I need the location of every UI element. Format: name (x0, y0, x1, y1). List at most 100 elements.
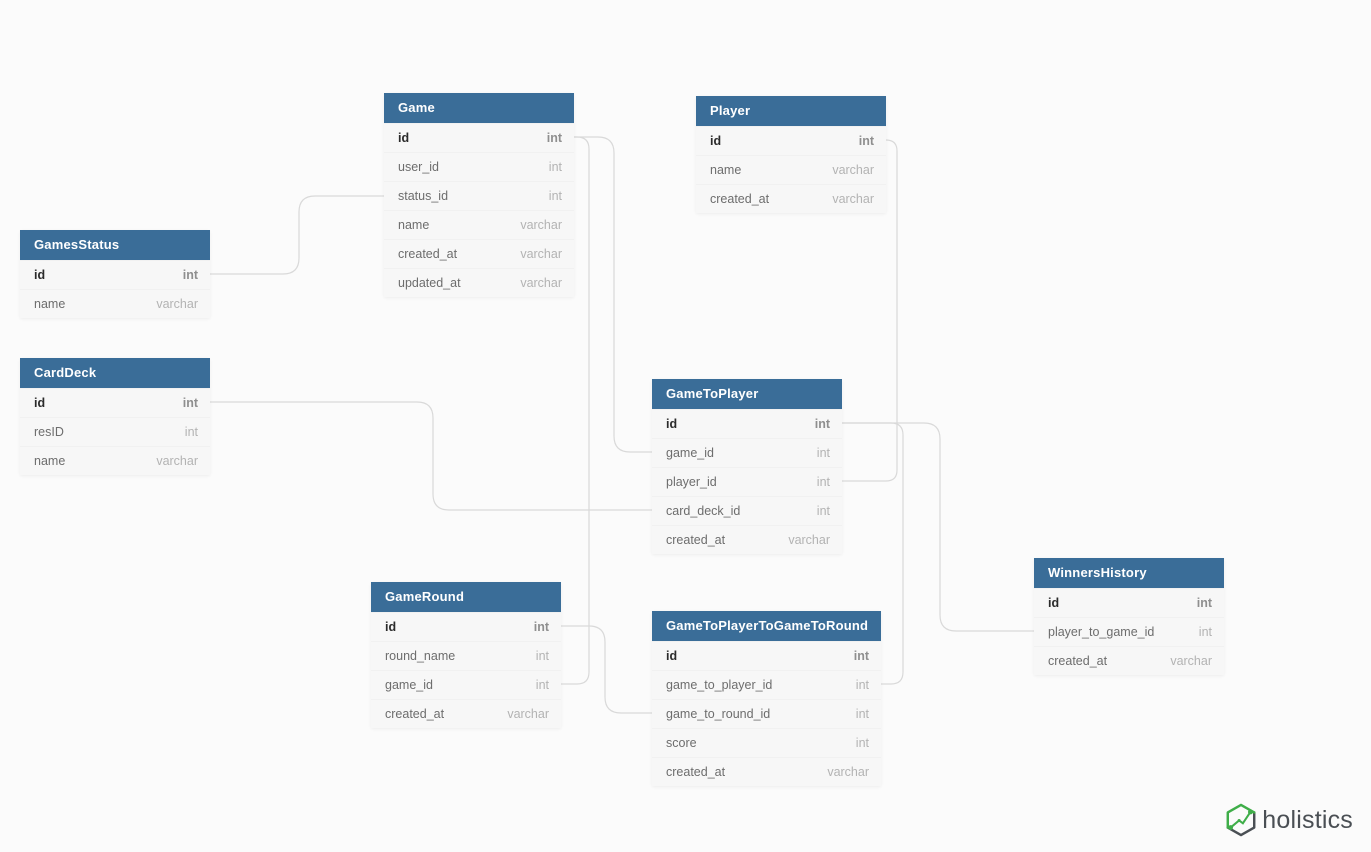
field-name: created_at (1048, 654, 1108, 668)
holistics-logo[interactable]: holistics (1224, 802, 1353, 838)
field-row-Game.id: id int (384, 123, 574, 152)
field-name: round_name (385, 649, 456, 663)
field-name: id (34, 268, 46, 282)
field-name: score (666, 736, 697, 750)
field-type: int (535, 678, 549, 692)
field-type: int (814, 417, 830, 431)
holistics-logo-text: holistics (1262, 805, 1353, 834)
field-row-GameRound.round_name: round_name int (371, 641, 561, 670)
field-name: id (385, 620, 397, 634)
field-row-CardDeck.id: id int (20, 388, 210, 417)
table-header-CardDeck[interactable]: CardDeck (20, 358, 210, 388)
field-type: varchar (520, 276, 562, 290)
field-type: varchar (520, 218, 562, 232)
field-type: varchar (827, 765, 869, 779)
relationship-line-Game.id-to-GameRound.game_id (561, 136, 590, 685)
field-name: created_at (666, 765, 726, 779)
field-type: int (816, 504, 830, 518)
relationship-line-GameToPlayer.id-to-GameToPlayerToGameToRound.game_to_player_id (842, 422, 904, 685)
field-type: int (533, 620, 549, 634)
table-header-WinnersHistory[interactable]: WinnersHistory (1034, 558, 1224, 588)
table-header-GameToPlayer[interactable]: GameToPlayer (652, 379, 842, 409)
field-name: player_to_game_id (1048, 625, 1155, 639)
field-type: int (182, 268, 198, 282)
field-type: int (535, 649, 549, 663)
field-type: int (858, 134, 874, 148)
table-header-GameRound[interactable]: GameRound (371, 582, 561, 612)
field-name: created_at (398, 247, 458, 261)
field-name: player_id (666, 475, 717, 489)
table-GamesStatus[interactable]: GamesStatus id int name varchar (20, 230, 210, 318)
relationship-line-GamesStatus.id-to-Game.status_id (210, 195, 384, 275)
field-name: game_id (385, 678, 433, 692)
relationship-line-CardDeck.id-to-GameToPlayer.card_deck_id (210, 401, 652, 511)
field-type: int (816, 446, 830, 460)
table-header-GamesStatus[interactable]: GamesStatus (20, 230, 210, 260)
table-header-Player[interactable]: Player (696, 96, 886, 126)
field-name: id (710, 134, 722, 148)
field-type: int (548, 189, 562, 203)
field-name: created_at (710, 192, 770, 206)
field-type: varchar (156, 297, 198, 311)
field-type: varchar (788, 533, 830, 547)
field-row-GameToPlayer.id: id int (652, 409, 842, 438)
field-name: created_at (666, 533, 726, 547)
field-row-Player.created_at: created_at varchar (696, 184, 886, 213)
field-row-GameToPlayer.card_deck_id: card_deck_id int (652, 496, 842, 525)
field-name: status_id (398, 189, 449, 203)
field-type: int (184, 425, 198, 439)
field-type: varchar (1170, 654, 1212, 668)
field-row-WinnersHistory.created_at: created_at varchar (1034, 646, 1224, 675)
field-type: int (548, 160, 562, 174)
field-name: card_deck_id (666, 504, 741, 518)
field-type: varchar (832, 192, 874, 206)
field-row-GamesStatus.name: name varchar (20, 289, 210, 318)
field-name: name (398, 218, 430, 232)
table-header-GameToPlayerToGameToRound[interactable]: GameToPlayerToGameToRound (652, 611, 881, 641)
field-row-Player.id: id int (696, 126, 886, 155)
table-header-Game[interactable]: Game (384, 93, 574, 123)
field-type: int (546, 131, 562, 145)
field-name: id (1048, 596, 1060, 610)
field-type: int (855, 736, 869, 750)
field-name: created_at (385, 707, 445, 721)
field-row-Game.status_id: status_id int (384, 181, 574, 210)
field-name: name (710, 163, 742, 177)
field-type: varchar (520, 247, 562, 261)
field-type: int (182, 396, 198, 410)
field-row-GameToPlayerToGameToRound.created_at: created_at varchar (652, 757, 881, 786)
relationship-line-GameToPlayer.id-to-WinnersHistory.player_to_game_id (842, 422, 1034, 632)
holistics-logo-icon (1226, 803, 1256, 837)
field-name: resID (34, 425, 64, 439)
field-row-GameToPlayer.game_id: game_id int (652, 438, 842, 467)
field-name: game_to_round_id (666, 707, 771, 721)
field-name: name (34, 297, 66, 311)
field-type: int (816, 475, 830, 489)
field-name: id (666, 417, 678, 431)
field-type: varchar (156, 454, 198, 468)
field-row-CardDeck.resID: resID int (20, 417, 210, 446)
field-name: game_id (666, 446, 714, 460)
field-type: int (855, 678, 869, 692)
field-row-GameRound.id: id int (371, 612, 561, 641)
field-name: id (398, 131, 410, 145)
field-row-GameToPlayer.player_id: player_id int (652, 467, 842, 496)
field-row-GameToPlayerToGameToRound.score: score int (652, 728, 881, 757)
field-name: id (34, 396, 46, 410)
relationship-line-Player.id-to-GameToPlayer.player_id (842, 139, 898, 482)
